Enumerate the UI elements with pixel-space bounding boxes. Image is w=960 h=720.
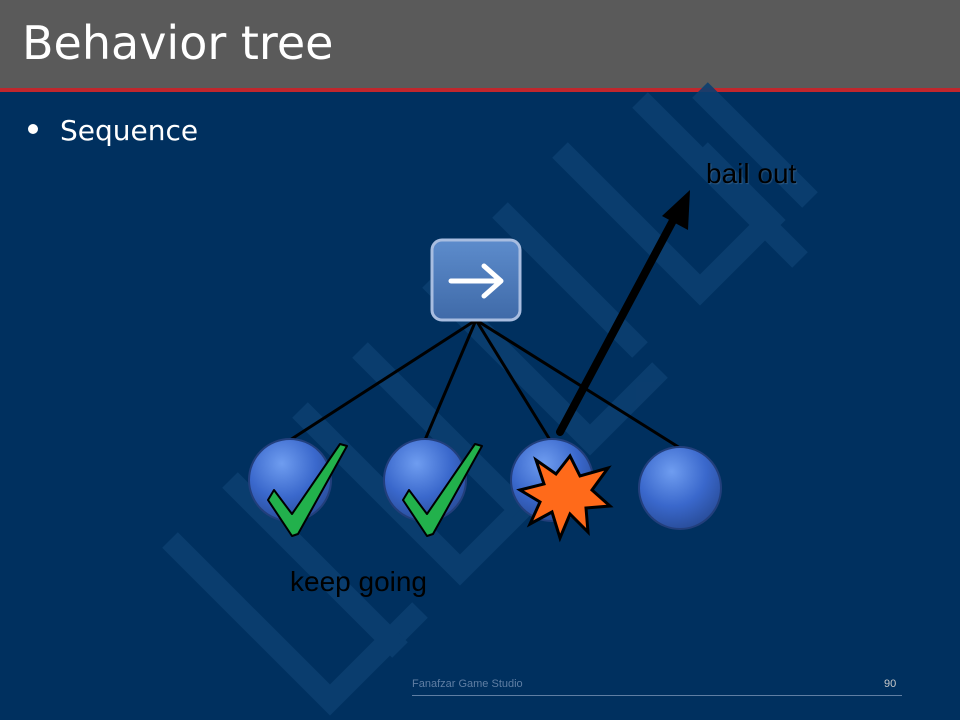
tree-edges (289, 318, 681, 450)
title-bar: Behavior tree (0, 0, 960, 92)
bullet-text: Sequence (60, 114, 199, 147)
keep-going-label: keep going (290, 566, 428, 597)
sequence-node (430, 238, 522, 322)
bail-out-label: bail out (706, 158, 797, 189)
right-arrow-icon (448, 263, 504, 299)
bullet-dot (28, 124, 38, 134)
footer-divider (412, 695, 902, 696)
explosion-icon (516, 453, 614, 543)
bail-out-arrow (556, 190, 690, 436)
checkmark-icon (267, 443, 348, 537)
slide-title: Behavior tree (22, 16, 334, 70)
bullet-item: Sequence (28, 114, 198, 147)
child-node-4 (638, 446, 722, 530)
footer-studio-name: Fanafzar Game Studio (412, 678, 523, 690)
edge-child-4 (475, 318, 681, 450)
edge-child-2 (423, 319, 478, 441)
checkmark-icon (402, 443, 483, 537)
edge-child-1 (289, 318, 477, 442)
page-number: 90 (884, 678, 897, 690)
edge-child-3 (474, 319, 552, 441)
